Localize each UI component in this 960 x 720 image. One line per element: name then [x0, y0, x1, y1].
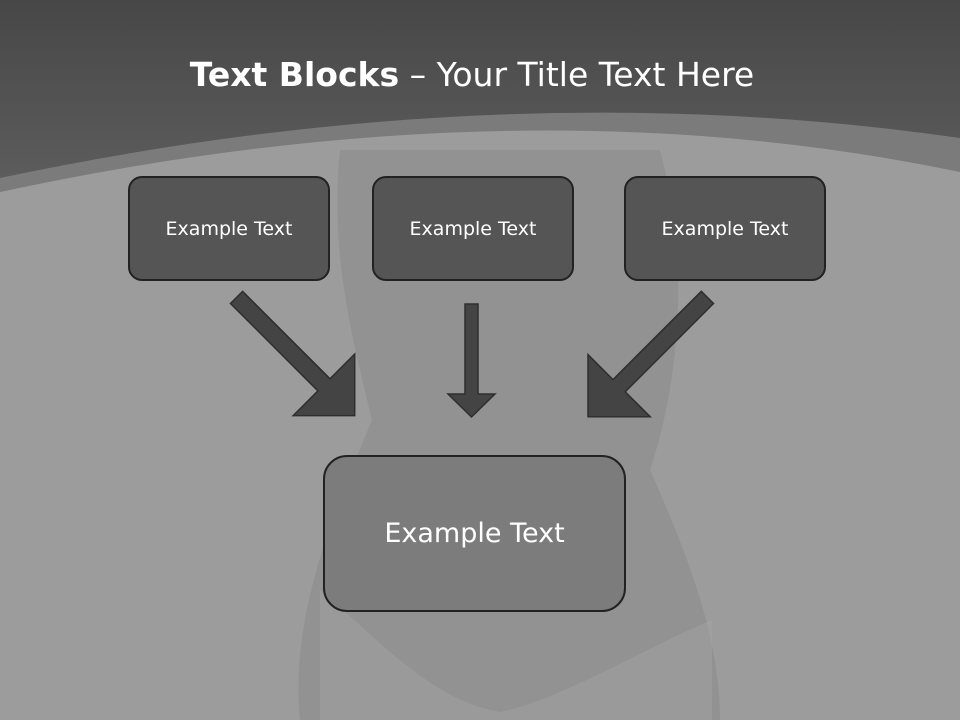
slide-title: Text Blocks – Your Title Text Here [0, 52, 944, 98]
arrow-left [229, 290, 356, 417]
text-box-left: Example Text [128, 176, 330, 281]
text-box-right: Example Text [624, 176, 826, 281]
arrow-middle [446, 303, 497, 419]
text-box-left-label: Example Text [165, 217, 293, 240]
title-rest: Your Title Text Here [436, 55, 755, 94]
text-box-right-label: Example Text [661, 217, 789, 240]
text-box-bottom-label: Example Text [384, 518, 565, 549]
figure-highlight [320, 590, 712, 720]
title-bold-part: Text Blocks [189, 55, 400, 94]
header-band [0, 0, 960, 178]
text-box-middle: Example Text [372, 176, 574, 281]
text-box-bottom: Example Text [323, 455, 626, 612]
title-dash: – [409, 55, 427, 94]
text-box-middle-label: Example Text [409, 217, 537, 240]
arrow-right [587, 290, 715, 418]
